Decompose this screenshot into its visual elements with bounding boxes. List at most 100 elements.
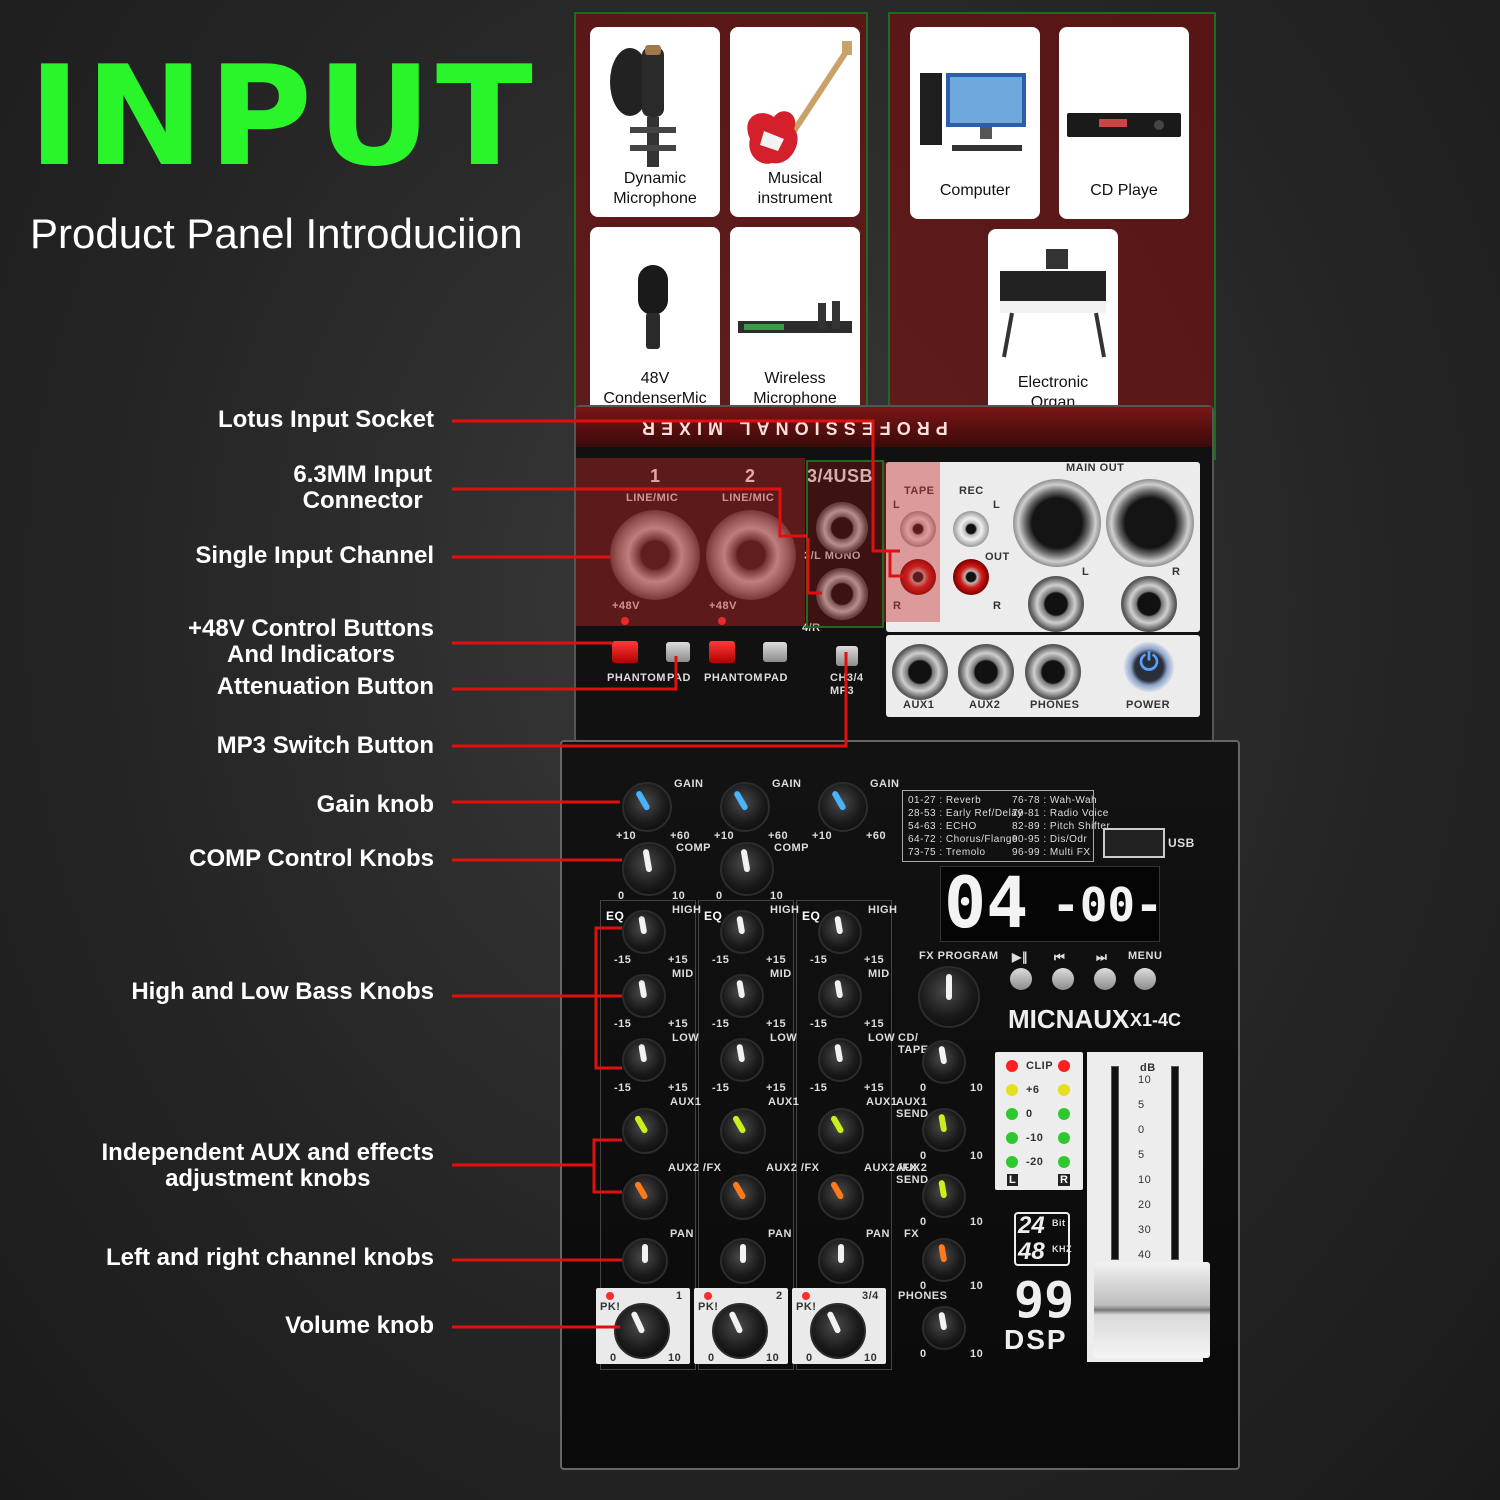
aux2-fx-knob[interactable] [720,1174,766,1220]
play-pause-button[interactable] [1010,968,1032,990]
rec-label: REC [959,485,984,497]
callout-single-input-channel: Single Input Channel [195,542,434,569]
eq-low-knob[interactable] [622,1038,666,1082]
main-out-jack-r[interactable] [1121,576,1177,632]
cd-tape-knob[interactable] [922,1040,966,1084]
pan-knob[interactable] [720,1238,766,1284]
gain-knob[interactable] [622,782,672,832]
comp-label: COMP [676,842,711,854]
ch1-combo-jack[interactable] [610,510,700,600]
vol-max: 10 [864,1352,878,1364]
aux2-jack[interactable] [958,644,1014,700]
ch1-phantom-button[interactable] [612,641,638,663]
khz-unit: KHZ [1052,1244,1072,1254]
ch1-vol-num: 1 [676,1290,683,1302]
main-out-xlr-r[interactable] [1106,479,1194,567]
next-button[interactable] [1094,968,1116,990]
eq-high-knob[interactable] [622,910,666,954]
aux2-send-knob[interactable] [922,1174,966,1218]
aux1-send-knob[interactable] [922,1108,966,1152]
fx-return-knob[interactable] [922,1238,966,1282]
volume-knob[interactable] [614,1303,670,1359]
highlight-usb-channel [806,460,884,628]
knob-pointer [740,1244,746,1264]
eq-high-knob[interactable] [818,910,862,954]
aux2fx-knob-label: AUX2 /FX [668,1162,722,1174]
eq-mid-knob[interactable] [720,974,764,1018]
eq-low-knob[interactable] [818,1038,862,1082]
gain-label: GAIN [772,778,802,790]
aux2-fx-knob[interactable] [818,1174,864,1220]
tape-in-r[interactable] [900,559,936,595]
volume-knob[interactable] [712,1303,768,1359]
play-pause-icon: ▶∥ [1012,950,1029,964]
condenser-microphone-icon [638,265,668,349]
eq-mid-knob[interactable] [818,974,862,1018]
meter-led-r [1058,1060,1070,1072]
fx-list-left-item: 64-72 : Chorus/Flange [908,834,1019,845]
fx-program-knob[interactable] [918,966,980,1028]
master-max: 10 [970,1280,984,1292]
main-fader-l[interactable] [1094,1262,1154,1358]
gain-label: GAIN [674,778,704,790]
usb-port[interactable] [1103,828,1165,858]
display-right: -00- [1052,878,1163,932]
comp-knob[interactable] [622,842,676,896]
aux1-knob[interactable] [622,1108,668,1154]
aux1-knob[interactable] [818,1108,864,1154]
eq-low-knob[interactable] [720,1038,764,1082]
ch1-48v-led [621,617,629,625]
leader-line [452,1138,622,1194]
eq-mid-knob[interactable] [622,974,666,1018]
ch1-pad-button[interactable] [666,642,690,662]
phones-knob[interactable] [922,1306,966,1350]
pan-knob[interactable] [622,1238,668,1284]
meter-led-l [1006,1108,1018,1120]
ch2-48v-led [718,617,726,625]
ch2-pad-button[interactable] [763,642,787,662]
eq-min: -15 [614,1018,632,1030]
ch2-phantom-button[interactable] [709,641,735,663]
pan-label: PAN [670,1228,694,1240]
aux1-jack[interactable] [892,644,948,700]
prev-button[interactable] [1052,968,1074,990]
pan-label: PAN [866,1228,890,1240]
main-out-label: MAIN OUT [1066,462,1125,474]
eq-high-label: HIGH [672,904,702,916]
main-out-jack-l[interactable] [1028,576,1084,632]
power-button[interactable] [1124,642,1174,692]
ch3-jack[interactable] [816,502,868,554]
main-l-label: L [1082,566,1090,578]
comp-knob[interactable] [720,842,774,896]
meter-led-r [1058,1084,1070,1096]
volume-knob[interactable] [810,1303,866,1359]
fx-list-left-item: 28-53 : Early Ref/Delay [908,808,1023,819]
rec-out-l[interactable] [953,511,989,547]
eq-high-knob[interactable] [720,910,764,954]
meter-label: -10 [1026,1132,1044,1144]
main-out-xlr-l[interactable] [1013,479,1101,567]
fader-scale-tick: 40 [1138,1249,1152,1261]
fader-scale-tick: 20 [1138,1199,1152,1211]
ch4-jack[interactable] [816,568,868,620]
aux1-label: AUX1 [903,699,935,711]
aux2-fx-knob[interactable] [622,1174,668,1220]
tape-in-l[interactable] [900,511,936,547]
pan-knob[interactable] [818,1238,864,1284]
phones-jack[interactable] [1025,644,1081,700]
main-fader-r[interactable] [1150,1262,1210,1358]
meter-led-l [1006,1132,1018,1144]
rec-out-r[interactable] [953,559,989,595]
leader-line [888,549,904,578]
gain-knob[interactable] [818,782,868,832]
meter-r: R [1058,1174,1071,1186]
gain-min: +10 [616,830,637,842]
menu-button[interactable] [1134,968,1156,990]
fx-list-right-item: 96-99 : Multi FX [1012,847,1091,858]
eq-max: +15 [766,1082,787,1094]
gain-knob[interactable] [720,782,770,832]
aux1-knob[interactable] [720,1108,766,1154]
